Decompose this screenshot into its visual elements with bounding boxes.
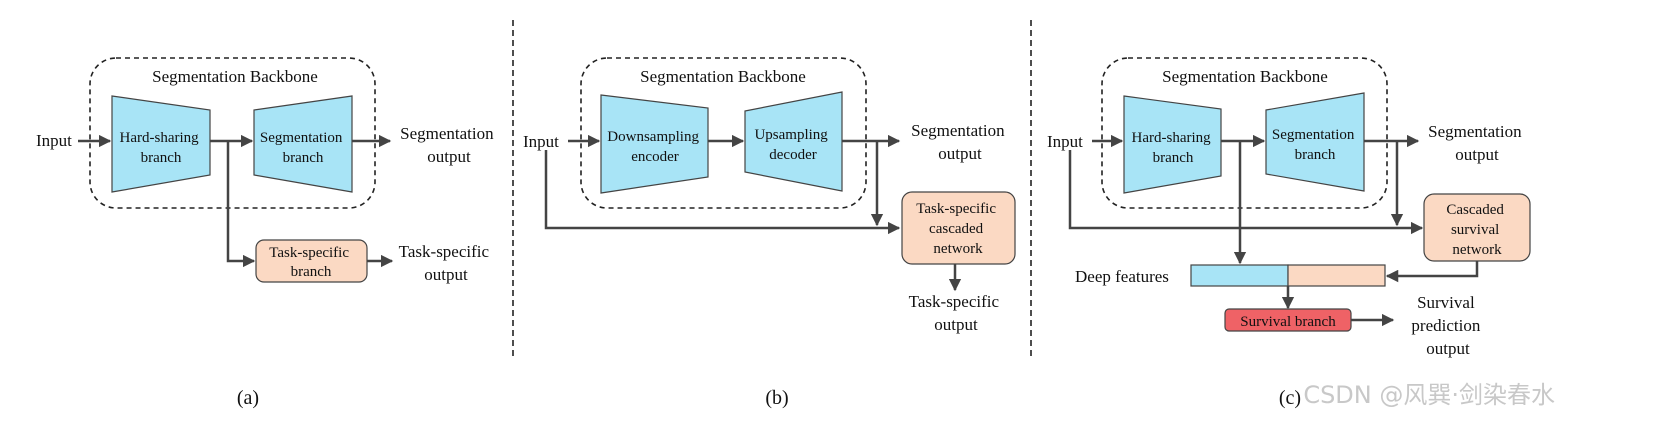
input-label-c: Input xyxy=(1047,132,1083,151)
watermark: CSDN @风巽·剑染春水 xyxy=(1303,381,1555,409)
encoder-label-b: Downsampling encoder xyxy=(607,129,702,165)
panel-b: Segmentation Backbone Downsampling encod… xyxy=(523,57,1016,409)
hard-sharing-branch-a xyxy=(111,95,211,193)
downsampling-encoder-b xyxy=(600,94,709,194)
arrow-input-skip-b xyxy=(544,150,901,235)
backbone-title-a: Segmentation Backbone xyxy=(152,67,318,86)
task-output-a: Task-specific output xyxy=(399,242,494,284)
hard-sharing-label-a: Hard-sharing branch xyxy=(120,130,203,166)
segmentation-output-c: Segmentation output xyxy=(1428,122,1526,164)
task-branch-label-a: Task-specific branch xyxy=(269,245,353,280)
backbone-title-c: Segmentation Backbone xyxy=(1162,67,1328,86)
task-specific-cascaded-network-b xyxy=(901,191,1016,265)
panel-c: Segmentation Backbone Hard-sharing branc… xyxy=(1047,57,1531,409)
caption-c: (c) xyxy=(1279,387,1301,409)
segmentation-branch-a xyxy=(253,95,353,193)
segmentation-output-a: Segmentation output xyxy=(400,124,498,166)
segmentation-branch-label-c: Segmentation branch xyxy=(1272,127,1358,163)
task-output-b: Task-specific output xyxy=(909,292,1004,334)
segmentation-branch-label-a: Segmentation branch xyxy=(260,130,346,166)
hard-sharing-branch-c xyxy=(1123,95,1222,194)
arrow-to-task-branch-a xyxy=(226,141,256,268)
segmentation-output-b: Segmentation output xyxy=(911,121,1009,163)
deep-features-label-c: Deep features xyxy=(1075,267,1169,286)
arrow-survival-net-to-features-c xyxy=(1385,261,1479,283)
caption-a: (a) xyxy=(237,387,259,409)
arrow-input-skip-c xyxy=(1068,150,1424,235)
cascaded-network-label-b: Task-specific cascaded network xyxy=(916,201,1000,257)
deep-features-survival-part-c xyxy=(1287,264,1386,287)
survival-branch-label-c: Survival branch xyxy=(1240,314,1336,330)
hard-sharing-label-c: Hard-sharing branch xyxy=(1132,130,1215,166)
input-label-b: Input xyxy=(523,132,559,151)
segmentation-branch-c xyxy=(1265,92,1365,192)
decoder-label-b: Upsampling decoder xyxy=(754,127,831,163)
caption-b: (b) xyxy=(765,387,788,409)
survival-output-c: Survival prediction output xyxy=(1411,293,1484,358)
input-label-a: Input xyxy=(36,131,72,150)
deep-features-seg-part-c xyxy=(1190,264,1289,287)
upsampling-decoder-b xyxy=(744,91,843,192)
survival-network-label-c: Cascaded survival network xyxy=(1446,202,1507,258)
panel-a: Segmentation Backbone Hard-sharing branc… xyxy=(36,57,498,409)
backbone-title-b: Segmentation Backbone xyxy=(640,67,806,86)
